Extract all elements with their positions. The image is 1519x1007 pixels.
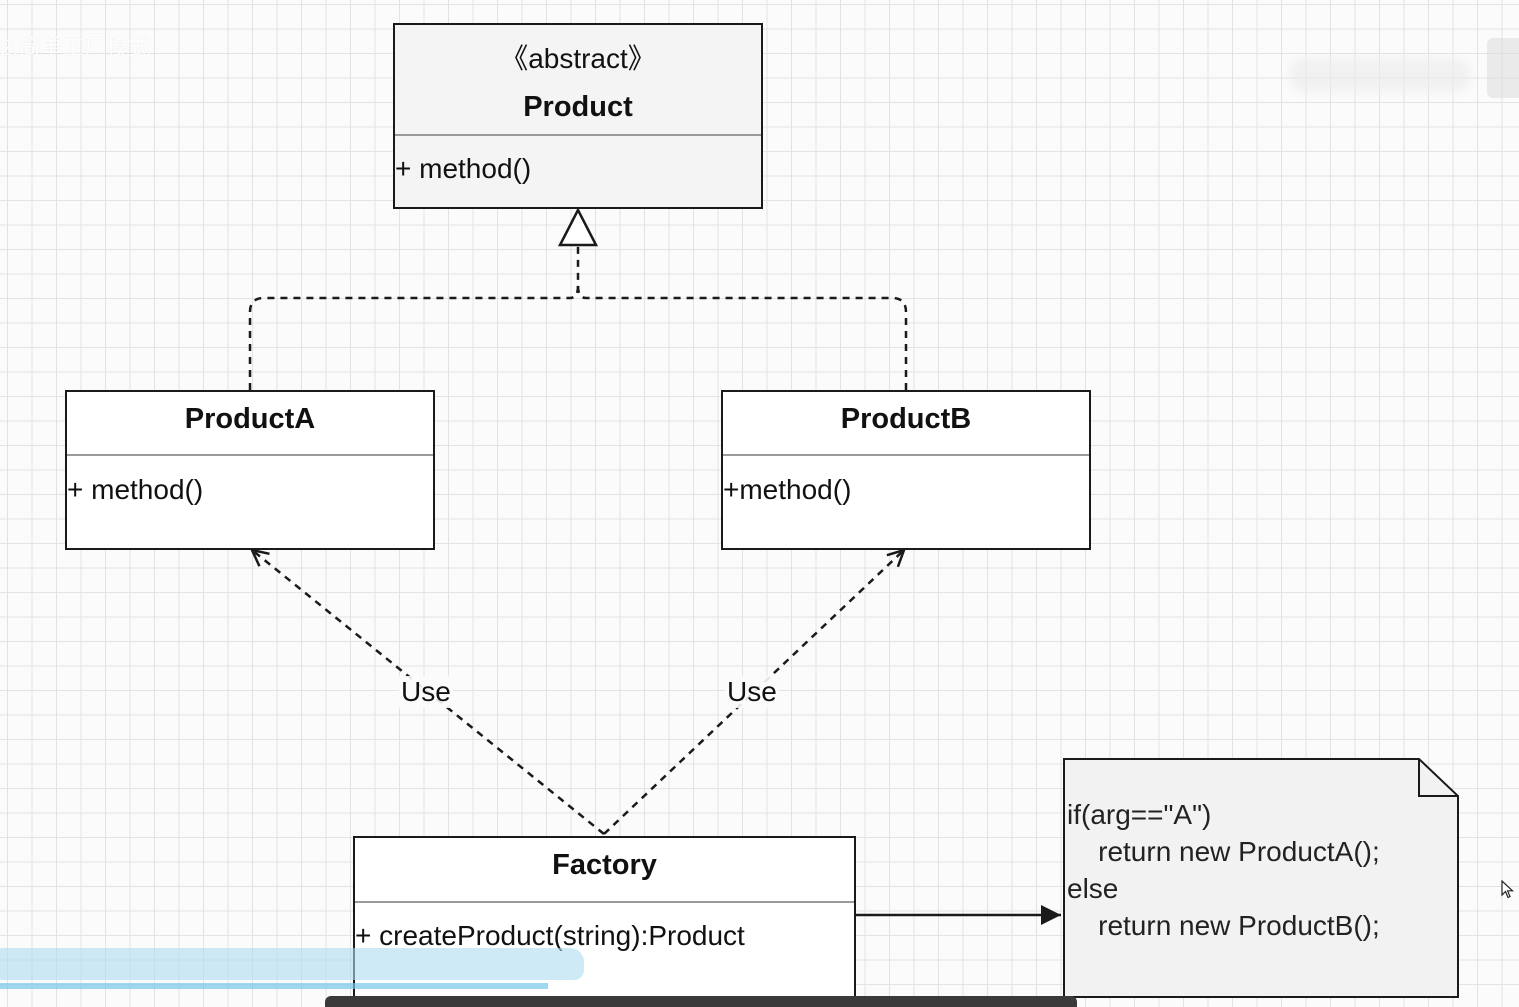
class-divider [723,454,1089,456]
class-product-b-header: ProductB [723,392,1089,454]
class-product-a[interactable]: ProductA + method() [65,390,435,550]
code-note[interactable]: if(arg=="A") return new ProductA(); else… [1063,758,1459,998]
class-name: ProductA [184,403,316,435]
class-divider [395,134,761,136]
class-name: Factory [552,849,657,881]
highlighter-underline [0,983,548,989]
realization-triangle-icon [557,207,599,247]
stereotype-label: 《abstract》 [500,43,656,74]
class-name: Product [523,91,633,123]
mouse-pointer-icon [1501,880,1515,899]
note-code-text: if(arg=="A") return new ProductA(); else… [1067,799,1380,941]
realization-line-a [248,246,580,390]
realization-edges [248,246,908,390]
video-title-watermark: 2.简单工厂模式 [0,35,151,60]
dependency-line-b [603,550,904,835]
class-divider [67,454,433,456]
channel-logo-watermark [1290,58,1470,92]
method-item: +method() [723,474,852,505]
method-item: + createProduct(string):Product [355,920,745,951]
class-product-b[interactable]: ProductB +method() [721,390,1091,550]
realization-line-b [576,285,908,390]
class-factory-header: Factory [355,838,854,902]
logo-mark-icon [1487,38,1519,98]
highlighter-stroke [0,948,584,980]
method-item: + method() [395,153,532,184]
class-product[interactable]: 《abstract》 Product + method() [393,23,763,209]
class-product-header: 《abstract》 Product [395,25,761,135]
class-product-a-header: ProductA [67,392,433,454]
note-shape [1063,758,1459,998]
class-divider [355,901,854,903]
use-label-a: Use [399,676,453,708]
horizontal-scrollbar[interactable] [325,996,1077,1007]
use-label-b: Use [725,676,779,708]
class-name: ProductB [840,403,972,435]
method-item: + method() [67,474,204,505]
